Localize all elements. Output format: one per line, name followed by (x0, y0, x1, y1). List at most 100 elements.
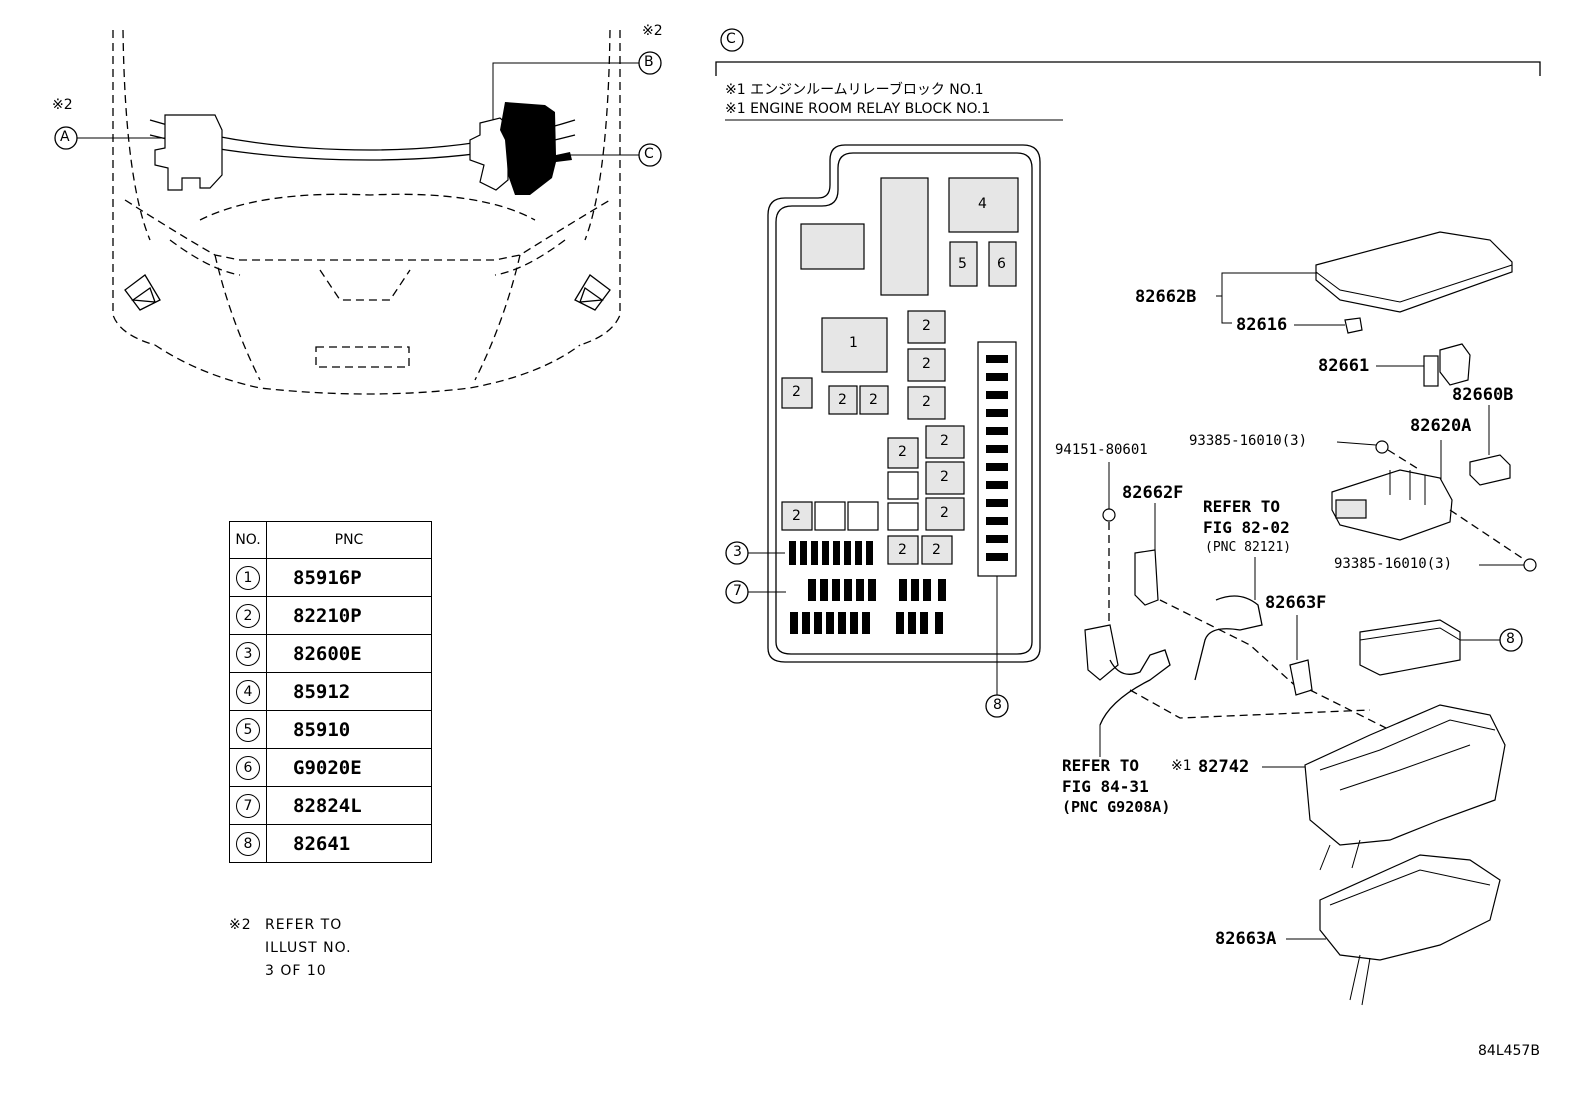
block-number-8: 8 (993, 697, 1002, 713)
fuse-bar (896, 612, 904, 634)
row-no: 1 (236, 565, 260, 590)
fuse-bar (811, 541, 818, 565)
block-number-2: 2 (932, 542, 941, 558)
block-number-1: 1 (849, 335, 858, 351)
fuse-bar (808, 579, 816, 601)
block-number-2: 2 (922, 356, 931, 372)
row-no: 2 (236, 603, 260, 628)
fuse-bar (920, 612, 928, 634)
section-c-bracket (715, 61, 1541, 76)
part-82663A: 82663A (1215, 929, 1277, 949)
note2-b-mark: ※2 (642, 23, 663, 39)
row-no: 8 (236, 831, 260, 856)
fuse-bar (911, 579, 919, 601)
row-pnc: 82641 (266, 824, 432, 863)
block-number-2: 2 (922, 394, 931, 410)
block-number-4: 4 (978, 196, 987, 212)
fuse-bar (868, 579, 876, 601)
block-number-6: 6 (997, 256, 1006, 272)
row-no: 5 (236, 717, 260, 742)
row-pnc: 82824L (266, 786, 432, 825)
fuse-bar (855, 541, 862, 565)
fuse-bar (986, 463, 1008, 471)
fuse-bar (986, 427, 1008, 435)
exploded-parts (1084, 231, 1537, 1006)
part-82662B: 82662B (1135, 287, 1197, 307)
fuse-bar (866, 541, 873, 565)
section-c-label: C (726, 31, 736, 47)
fuse-bar (923, 579, 931, 601)
part-94151: 94151-80601 (1055, 442, 1148, 458)
part-93385-upper: 93385-16010(3) (1189, 433, 1308, 449)
refer2-line2: FIG 84-31 (1062, 777, 1149, 796)
fuse-bar (935, 612, 943, 634)
fuse-bar (814, 612, 822, 634)
block-number-2: 2 (922, 318, 931, 334)
note-line3: 3 OF 10 (265, 963, 327, 979)
header-pnc: PNC (266, 521, 432, 559)
part-82662F: 82662F (1122, 483, 1184, 503)
fuse-bar (856, 579, 864, 601)
row-pnc: G9020E (266, 748, 432, 787)
fuse-bar (838, 612, 846, 634)
block-leaders (725, 541, 1009, 718)
row-pnc: 85912 (266, 672, 432, 711)
row-no: 3 (236, 641, 260, 666)
block-number-2: 2 (838, 392, 847, 408)
fuse-bar (986, 391, 1008, 399)
refer1-line2: FIG 82-02 (1203, 518, 1290, 537)
fuse-bar (986, 517, 1008, 525)
note-line1: REFER TO (265, 917, 343, 933)
fuse-bar (844, 579, 852, 601)
callout-b: B (644, 54, 654, 70)
refer2-line1: REFER TO (1062, 756, 1140, 775)
relay-block-layout (767, 144, 1041, 663)
fuse-bar (789, 541, 796, 565)
fuse-bar (820, 579, 828, 601)
block-number-2: 2 (940, 505, 949, 521)
fuse-bar (790, 612, 798, 634)
part-82660B: 82660B (1452, 385, 1514, 405)
part-82742-mark: ※1 (1171, 758, 1192, 774)
block-number-2: 2 (792, 508, 801, 524)
block-number-7: 7 (733, 583, 742, 599)
fuse-bar (832, 579, 840, 601)
refer1-line1: REFER TO (1203, 497, 1281, 516)
row-no: 7 (236, 793, 260, 818)
callout-a: A (60, 129, 70, 145)
block-number-5: 5 (958, 256, 967, 272)
fuse-bar (986, 409, 1008, 417)
refer1-line3: (PNC 82121) (1205, 540, 1292, 555)
fuse-2-group (781, 310, 965, 565)
row-no: 4 (236, 679, 260, 704)
fuse-bar (833, 541, 840, 565)
fuse-bar (802, 612, 810, 634)
block-number-2: 2 (940, 469, 949, 485)
fuse-bar (844, 541, 851, 565)
illustration-id: 84L457B (1478, 1043, 1540, 1059)
fuse-bar (938, 579, 946, 601)
fuse-bar (862, 612, 870, 634)
block-number-2: 2 (869, 392, 878, 408)
row-pnc: 85910 (266, 710, 432, 749)
fuse-bar (986, 481, 1008, 489)
block-title-en: ※1 ENGINE ROOM RELAY BLOCK NO.1 (725, 101, 991, 117)
block-number-2: 2 (898, 444, 907, 460)
callout-circles (54, 28, 744, 167)
fuse-bar (986, 355, 1008, 363)
block-number-2: 2 (792, 384, 801, 400)
row-pnc: 85916P (266, 558, 432, 597)
fuse-bar (826, 612, 834, 634)
block-title-jp: ※1 エンジンルームリレーブロック NO.1 (725, 82, 984, 98)
part-82620A: 82620A (1410, 416, 1472, 436)
table-header: NO. PNC (229, 521, 432, 559)
fuse-bar (986, 373, 1008, 381)
